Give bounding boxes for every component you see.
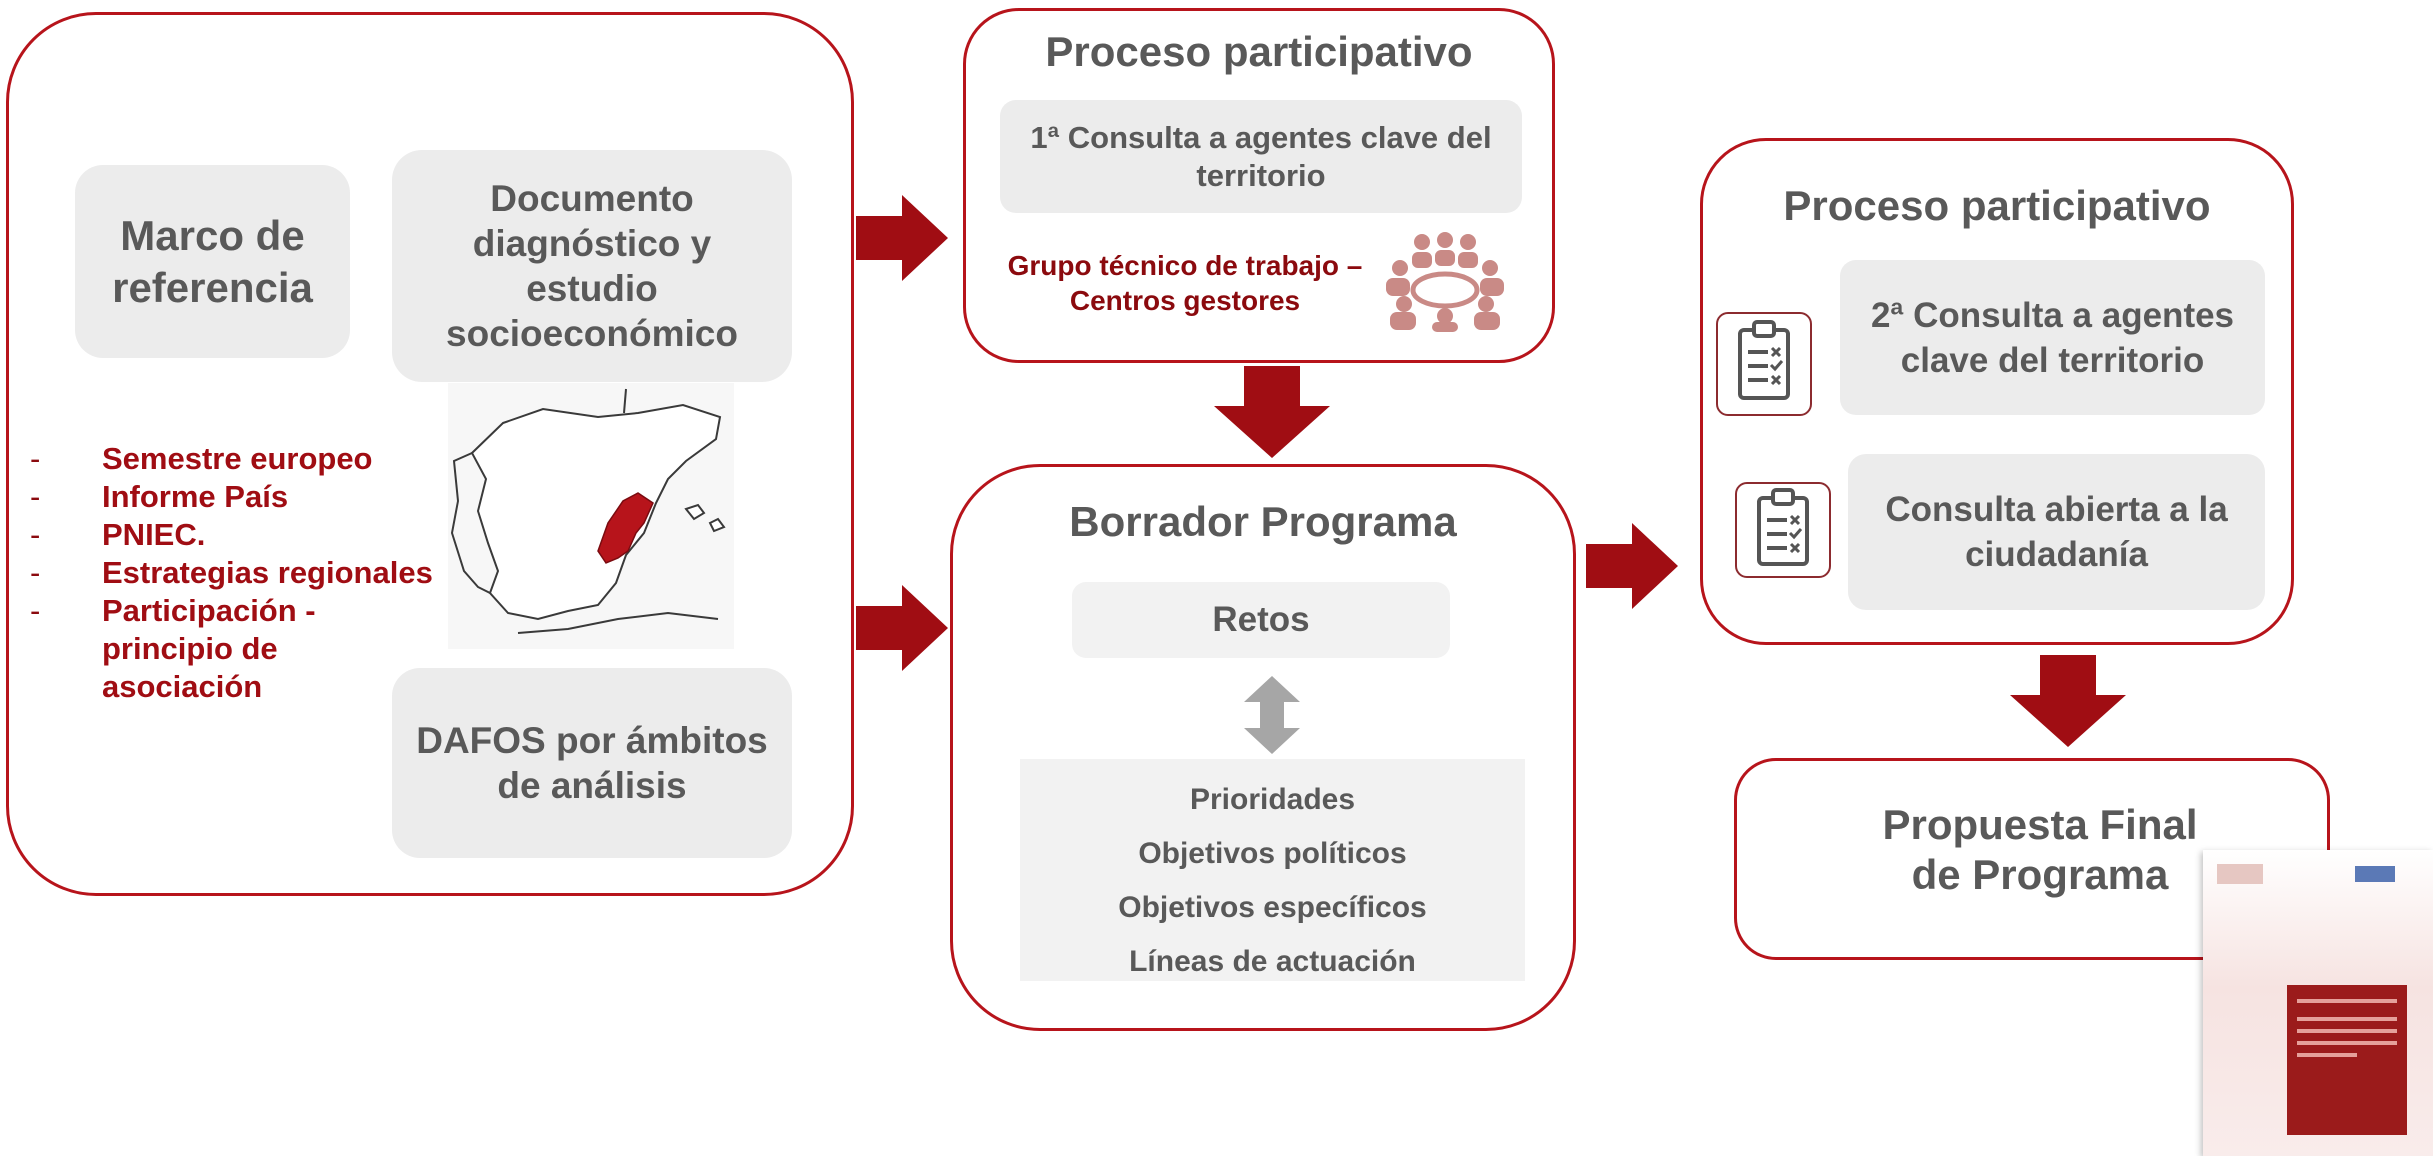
checklist-icon <box>1735 482 1831 578</box>
list-item: Objetivos específicos <box>1118 891 1427 924</box>
region-logo-icon <box>2217 864 2263 884</box>
proceso-participativo-title: Proceso participativo <box>1045 28 1473 75</box>
dafos-box: DAFOS por ámbitos de análisis <box>392 668 792 858</box>
meeting-people-icon <box>1386 232 1504 332</box>
reference-list-item: -Informe País <box>30 479 289 514</box>
retos-label: Retos <box>1212 600 1310 639</box>
reference-list-item: -Estrategias regionales <box>30 555 433 590</box>
double-arrow-icon <box>1244 676 1300 754</box>
arrow-right-icon <box>856 195 948 281</box>
propuesta-final-title: Propuesta Final de Programa <box>1882 801 2198 898</box>
eu-logo-icon <box>2355 866 2395 882</box>
consulta-2-label: 2ª Consulta a agentes clave del territor… <box>1870 295 2235 380</box>
arrow-down-icon <box>2010 655 2126 747</box>
marco-label: Marco de referencia <box>112 211 313 311</box>
program-document-cover <box>2203 850 2433 1156</box>
marco-de-referencia-box: Marco de referencia <box>75 165 350 358</box>
consulta-2-box: 2ª Consulta a agentes clave del territor… <box>1840 260 2265 415</box>
documento-diagnostico-box: Documento diagnóstico y estudio socioeco… <box>392 150 792 382</box>
proceso-participativo-2-title: Proceso participativo <box>1783 182 2211 229</box>
consulta-1-box: 1ª Consulta a agentes clave del territor… <box>1000 100 1522 213</box>
consulta-abierta-box: Consulta abierta a la ciudadanía <box>1848 454 2265 610</box>
arrow-right-icon <box>1586 523 1678 609</box>
arrow-right-icon <box>856 585 948 671</box>
reference-list: -Semestre europeo -Informe País -PNIEC. … <box>30 440 450 706</box>
arrow-down-icon <box>1214 366 1330 458</box>
consulta-abierta-label: Consulta abierta a la ciudadanía <box>1885 490 2228 574</box>
documento-label: Documento diagnóstico y estudio socioeco… <box>446 178 738 354</box>
list-item: Prioridades <box>1189 783 1356 816</box>
checklist-icon <box>1716 312 1812 416</box>
spain-map-icon <box>448 383 734 649</box>
prioridades-list-box: Prioridades Objetivos políticos Objetivo… <box>1020 759 1525 981</box>
dafos-label: DAFOS por ámbitos de análisis <box>416 720 768 806</box>
list-item: Objetivos políticos <box>1138 837 1407 870</box>
reference-list-item: -PNIEC. <box>30 517 206 552</box>
retos-box: Retos <box>1072 582 1450 658</box>
reference-list-item: -Semestre europeo <box>30 441 373 476</box>
borrador-programa-title: Borrador Programa <box>1069 498 1457 545</box>
grupo-tecnico-label: Grupo técnico de trabajo – Centros gesto… <box>1007 250 1363 316</box>
cover-red-block <box>2287 985 2407 1135</box>
consulta-1-label: 1ª Consulta a agentes clave del territor… <box>1030 119 1492 193</box>
list-item: Líneas de actuación <box>1129 945 1416 978</box>
reference-list-item: -Participación - principio de asociación <box>30 593 316 704</box>
